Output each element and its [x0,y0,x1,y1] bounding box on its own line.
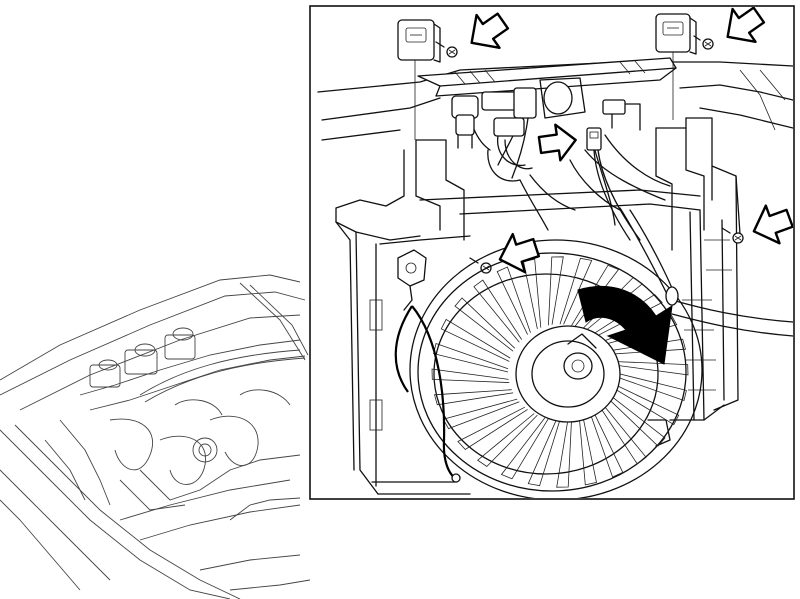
callout-arrow-connector-icon [537,123,577,162]
top-left-screw-icon [435,41,458,58]
fan-blade [477,413,538,468]
fan-blade [442,398,520,430]
fan-blade [457,406,528,451]
fan-blade [610,361,689,376]
wiring-harness [451,77,671,231]
upper-cross-member [317,57,793,141]
fan-power-cable [411,305,459,481]
radiator-cooling-fan-icon [409,239,703,498]
fan-blade [431,368,510,383]
car-engine-bay-icon [0,274,311,599]
fan-blade [433,342,509,373]
fan-blade [500,417,549,480]
fan-blade [611,371,687,402]
fan-blade [609,382,680,426]
fan-removal-arrow-icon [577,286,673,365]
fan-shroud [335,117,741,495]
fan-blade [454,297,516,352]
top-left-clip-icon [397,19,441,63]
top-right-screw-icon [693,35,714,50]
left-bracket-icon [397,249,427,311]
fan-blade [440,318,511,362]
fan-blade [527,419,561,487]
fan-blade [604,392,666,447]
right-screw-icon [721,227,744,244]
fan-blade [496,266,531,335]
callout-arrow-right-screw-icon [752,204,793,245]
fan-blade [597,401,647,465]
callout-arrow-top-right-screw-icon [726,7,766,43]
fan-blade [556,418,572,488]
fan-blade [548,256,564,326]
fan-blade [559,257,593,325]
fan-blade [433,389,514,406]
fan-blade [473,279,523,343]
top-right-clip-icon [655,13,697,55]
callout-arrow-top-left-screw-icon [470,12,510,49]
fan-blade [589,409,624,478]
callout-arrow-left-fan-screw-icon [498,232,541,274]
fan-blade [578,415,597,486]
